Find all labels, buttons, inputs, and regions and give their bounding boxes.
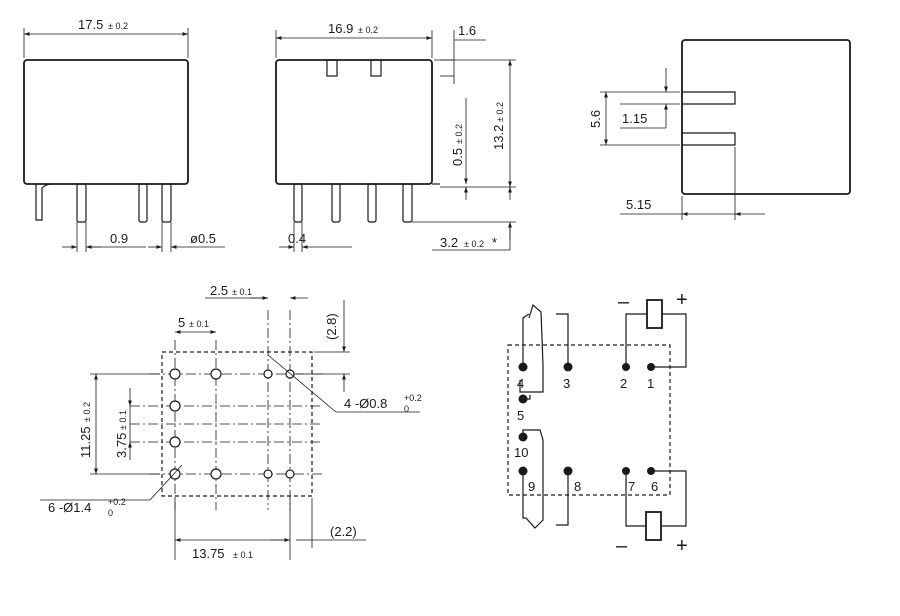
pin-label-2: 2 xyxy=(620,376,627,391)
side-height-value: 13.2 xyxy=(491,125,506,150)
front-pin-thickness: 0.9 xyxy=(110,231,128,246)
side-view-pins xyxy=(293,183,413,223)
pcb-total-width-tolerance: ± 0.1 xyxy=(233,550,253,560)
side-tab-width: 1.6 xyxy=(458,23,476,38)
pcb-small-hole-tol-upper: +0.2 xyxy=(404,393,422,403)
pcb-row-spacing-tolerance: ± 0.2 xyxy=(82,402,92,422)
side-pin-length-value: 3.2 xyxy=(440,235,458,250)
side-pin-width: 0.4 xyxy=(288,231,306,246)
pcb-layout: 2.5 ± 0.1 5 ± 0.1 (2.8) 4 -Ø0.8 +0.2 0 1… xyxy=(40,283,422,561)
side-standoff-tolerance: ± 0.2 xyxy=(454,124,464,144)
pcb-row-spacing-value: 11.25 xyxy=(78,426,93,458)
bottom-coil-minus: – xyxy=(616,535,628,557)
pin-label-8: 8 xyxy=(574,479,581,494)
top-slot-spacing: 5.6 xyxy=(588,110,603,128)
top-view-body xyxy=(681,39,851,195)
pcb-pitch-b-value: 5 xyxy=(178,315,185,330)
pcb-total-width-value: 13.75 xyxy=(192,546,225,561)
pcb-offset-right: (2.2) xyxy=(330,524,357,539)
top-coil-plus: + xyxy=(676,289,688,311)
bottom-switch xyxy=(522,429,569,529)
side-length-value: 16.9 xyxy=(328,21,353,36)
side-height-tolerance: ± 0.2 xyxy=(495,102,505,122)
top-slot-width: 1.15 xyxy=(622,111,647,126)
pin-label-7: 7 xyxy=(628,479,635,494)
pcb-pitch-b-tolerance: ± 0.1 xyxy=(189,319,209,329)
front-width-tolerance: ± 0.2 xyxy=(108,21,128,31)
front-view: 17.5 ± 0.2 0.9 ø0.5 xyxy=(23,17,225,252)
side-standoff-value: 0.5 xyxy=(450,148,465,166)
pcb-offset-top: (2.8) xyxy=(324,313,339,340)
side-pin-length-tolerance: ± 0.2 xyxy=(464,239,484,249)
pin-label-4: 4 xyxy=(517,376,524,391)
pcb-large-hole-tol-upper: +0.2 xyxy=(108,497,126,507)
top-coil-minus: – xyxy=(618,291,630,313)
pin-label-9: 9 xyxy=(528,479,535,494)
schematic-outline xyxy=(507,344,671,496)
pcb-small-hole-tol-lower: 0 xyxy=(404,404,409,414)
side-length-tolerance: ± 0.2 xyxy=(358,25,378,35)
top-coil: – + xyxy=(618,289,688,368)
side-view: 16.9 ± 0.2 1.6 13.2 ± 0.2 0.5 ± 0.2 3.2 … xyxy=(275,21,516,252)
side-view-body xyxy=(275,59,433,185)
front-pin-diameter: ø0.5 xyxy=(190,231,216,246)
front-width-value: 17.5 xyxy=(78,17,103,32)
pcb-col-spacing-tolerance: ± 0.1 xyxy=(118,410,128,430)
pcb-pitch-a-value: 2.5 xyxy=(210,283,228,298)
pcb-large-hole-tol-lower: 0 xyxy=(108,508,113,518)
front-view-pins xyxy=(35,183,172,223)
bottom-coil-plus: + xyxy=(676,535,688,557)
pin-label-5: 5 xyxy=(517,408,524,423)
pin-label-3: 3 xyxy=(563,376,570,391)
pcb-col-spacing-value: 3.75 xyxy=(114,433,129,458)
front-view-body xyxy=(23,59,189,185)
pcb-pitch-a-tolerance: ± 0.1 xyxy=(232,287,252,297)
pin-label-6: 6 xyxy=(651,479,658,494)
top-slot-depth: 5.15 xyxy=(626,197,651,212)
pcb-small-hole-spec: 4 -Ø0.8 xyxy=(344,396,387,411)
side-pin-length-note: * xyxy=(492,235,497,250)
top-view: 5.6 1.15 5.15 xyxy=(588,39,851,220)
pin-label-1: 1 xyxy=(647,376,654,391)
pin-label-10: 10 xyxy=(514,445,528,460)
bottom-coil: – + xyxy=(616,470,688,557)
top-switch xyxy=(519,303,569,400)
pcb-large-hole-spec: 6 -Ø1.4 xyxy=(48,500,91,515)
pin-schematic: 4 3 2 1 5 10 9 8 7 6 – + xyxy=(507,289,688,557)
